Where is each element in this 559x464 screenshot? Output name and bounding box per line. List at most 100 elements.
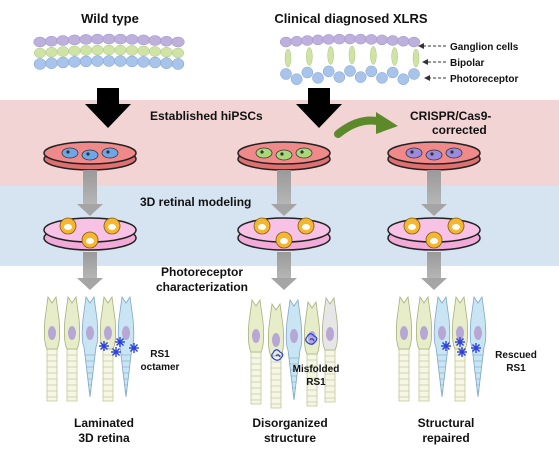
disorganized-line2: structure (264, 431, 316, 445)
corrected-organoid-dish-organoid-core (408, 224, 416, 230)
xlrs-dish-colony (255, 147, 273, 159)
wt-rod-2-outer (66, 348, 78, 402)
rep-rs1-octamer (455, 337, 465, 347)
photoreceptor-pointer-head (424, 75, 430, 81)
photoreceptor-cell (386, 66, 399, 79)
photoreceptor-label: Photoreceptor (450, 74, 518, 85)
ganglion-cell (33, 36, 47, 48)
xlrs-organoid-dish-organoid-core (280, 238, 288, 244)
wt-cone-1-nucleus (86, 326, 94, 340)
wt-rod-1-body (43, 295, 61, 350)
characterization-label-line2: characterization (156, 280, 248, 294)
rescued-rs1-line2: RS1 (506, 363, 526, 374)
bipolar-cell (103, 44, 115, 56)
bipolar-cell (348, 45, 356, 65)
xlrs-title: Clinical diagnosed XLRS (274, 11, 427, 26)
xlrs-organoid-dish-organoid-core (302, 224, 310, 230)
repaired-line2: repaired (422, 431, 469, 445)
ganglion-cell (125, 34, 139, 45)
disorganized-line1: Disorganized (252, 416, 327, 430)
ganglion-cell (159, 35, 174, 47)
photoreceptor-cell (290, 73, 303, 85)
hipsc-label: Established hiPSCs (150, 109, 263, 123)
xlrs-rod-1-outer (250, 351, 262, 405)
wt-cone-2-nucleus (122, 326, 130, 340)
rep-cone-1-nucleus (438, 326, 446, 340)
ganglion-cell (79, 34, 93, 45)
ganglion-cell (148, 35, 162, 46)
rescued-rs1-line1: Rescued (495, 350, 537, 361)
photoreceptor-cell (312, 72, 324, 84)
bipolar-cell (412, 48, 420, 68)
xlrs-organoid-dish-organoid-core (258, 224, 266, 230)
gray-arrow-corrected-2-head (421, 278, 447, 290)
wild-type-dish-colony-dot (86, 152, 90, 156)
photoreceptor-cell (102, 55, 116, 67)
xlrs-rod-1-nucleus (252, 329, 260, 343)
ganglion-cell (407, 36, 421, 48)
bipolar-cell (68, 45, 81, 57)
wild-type-title: Wild type (81, 11, 139, 26)
bipolar-cell (327, 46, 334, 65)
wild-type-dish-colony (101, 147, 119, 159)
corrected-dish-colony-dot (430, 152, 434, 156)
bipolar-cell (34, 47, 46, 59)
gray-arrow-xlrs-2-shaft (277, 252, 291, 278)
corrected-dish-colony (425, 149, 443, 161)
bipolar-cell (172, 47, 184, 59)
wild-type-dish-colony (81, 149, 99, 161)
corrected-organoid-dish-organoid-core (430, 238, 438, 244)
rep-cone-2-body (469, 295, 487, 398)
photoreceptor-cell (79, 55, 93, 68)
gray-arrow-corrected-1-shaft (427, 170, 441, 204)
xlrs-dish-colony (295, 147, 313, 159)
laminated-line2: 3D retina (78, 431, 130, 445)
misfolded-rs1-line2: RS1 (306, 377, 326, 388)
bipolar-cell (114, 44, 127, 56)
laminated-line1: Laminated (74, 416, 134, 430)
xlrs-rod-4-body (321, 296, 339, 351)
ganglion-cell (322, 34, 335, 45)
wt-rs1-octamer (111, 347, 121, 357)
ganglion-cell (102, 33, 116, 45)
bipolar-cell (284, 48, 292, 68)
ganglion-cell (290, 35, 303, 47)
gray-arrow-corrected-1-head (421, 204, 447, 216)
corrected-dish-colony-dot (450, 150, 454, 154)
bipolar-cell (45, 46, 58, 58)
crispr-label-line1: CRISPR/Cas9- (410, 109, 491, 123)
bipolar-cell (80, 45, 92, 56)
rep-rod-2-body (415, 295, 433, 350)
rep-rod-3-nucleus (456, 326, 464, 340)
ganglion-cell (386, 35, 399, 46)
xlrs-cone-1-nucleus (290, 329, 298, 343)
xlrs-dish-colony (275, 149, 293, 161)
wt-rod-2-body (63, 295, 81, 350)
photoreceptor-cell (301, 66, 314, 79)
ganglion-cell (90, 33, 105, 45)
ganglion-cell (56, 35, 70, 46)
xlrs-misfolded-rs1 (271, 349, 284, 361)
rep-rs1-octamer (457, 347, 467, 357)
wild-type-organoid-dish-organoid-core (108, 224, 116, 230)
rep-rs1-octamer (441, 341, 451, 351)
bipolar-cell (370, 46, 377, 65)
xlrs-rod-2-body (267, 302, 285, 357)
ganglion-cell (343, 33, 357, 45)
photoreceptor-cell (171, 58, 185, 70)
rep-cone-2-nucleus (474, 326, 482, 340)
photoreceptor-cell (354, 71, 367, 83)
ganglion-cell (171, 36, 185, 48)
wt-cone-2-body (117, 295, 135, 398)
xlrs-rod-2-outer (270, 355, 282, 409)
photoreceptor-cell (45, 57, 58, 69)
ganglion-cell (301, 35, 314, 46)
rs1-octamer-line1: RS1 (150, 349, 170, 360)
wild-type-dish-colony (61, 147, 79, 159)
photoreceptor-cell (344, 65, 356, 77)
misfolded-rs1-line1: Misfolded (293, 364, 340, 375)
rep-cone-1-body (433, 295, 451, 398)
ganglion-cell (67, 34, 82, 46)
wt-cone-1-body (81, 295, 99, 398)
